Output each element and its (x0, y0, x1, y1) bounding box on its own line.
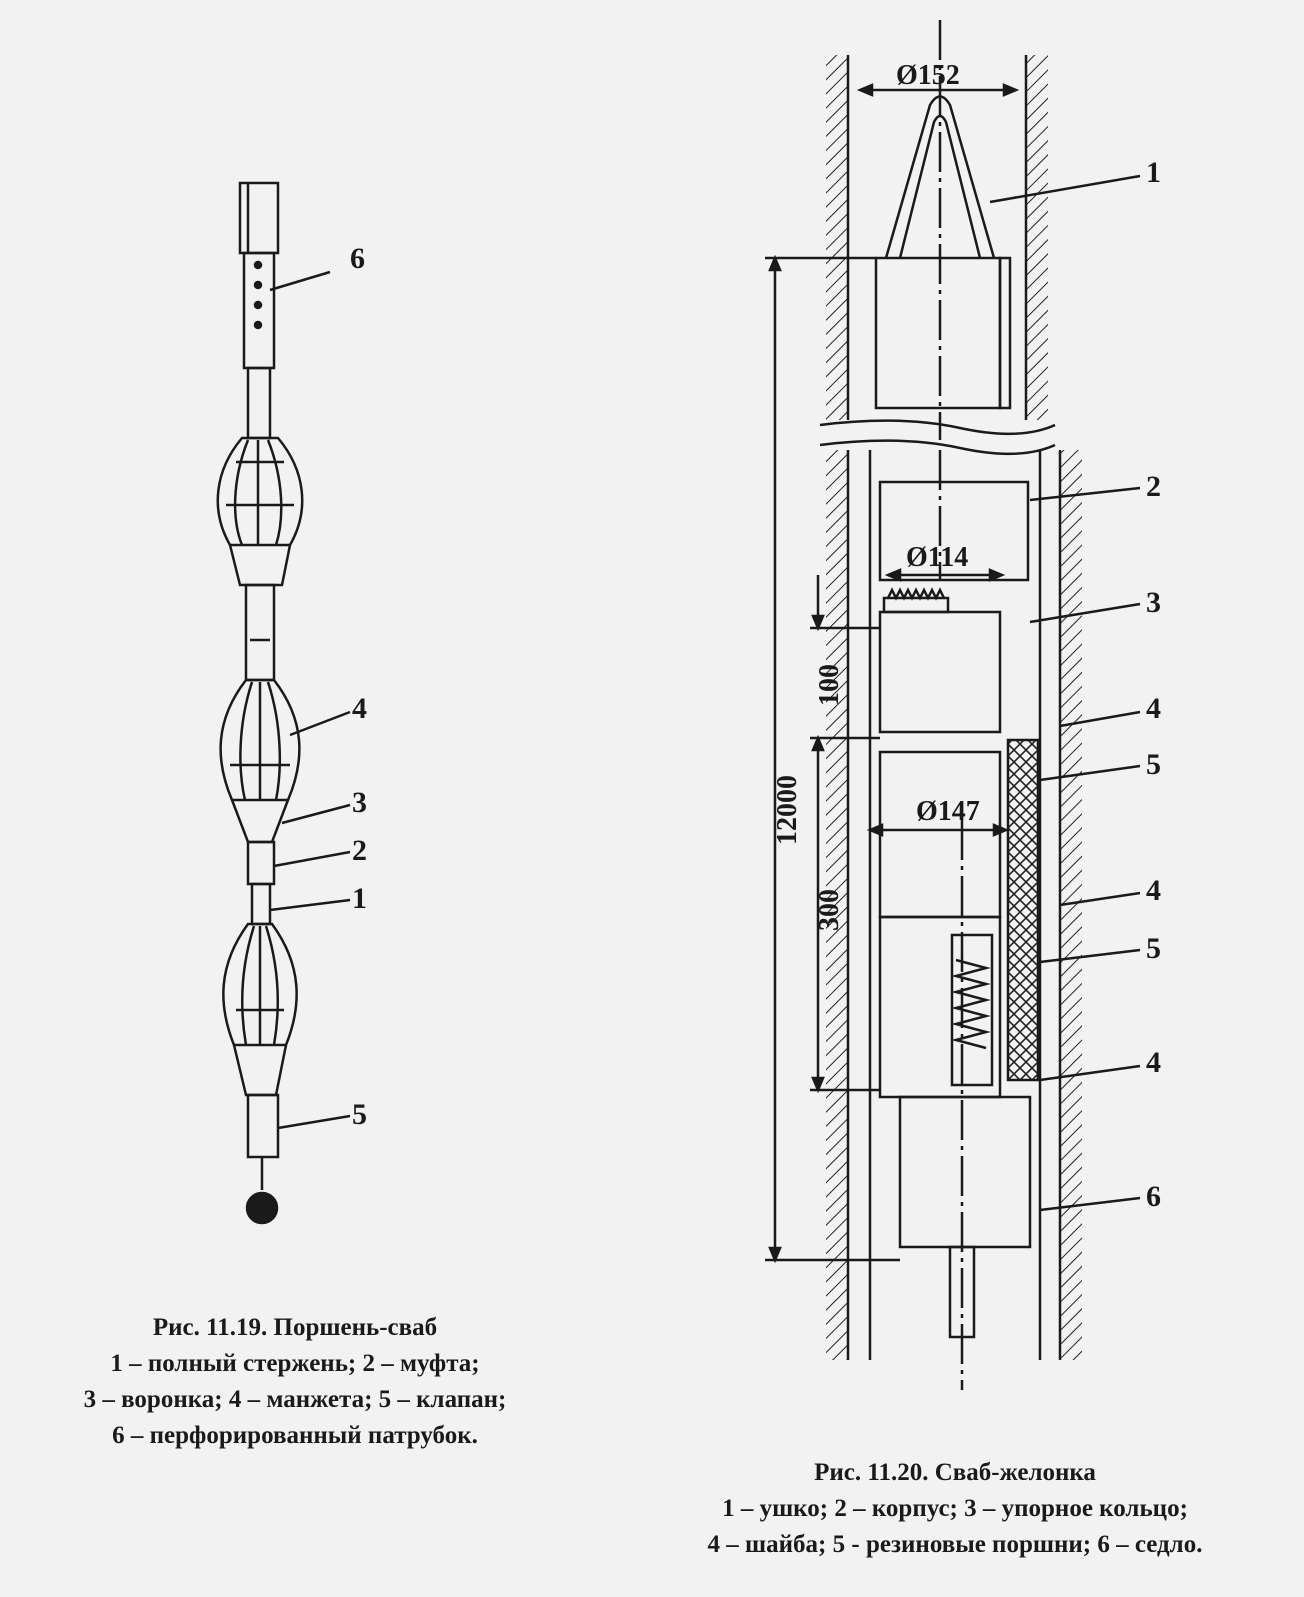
caption-left: Рис. 11.19. Поршень-сваб 1 – полный стер… (0, 1310, 590, 1454)
casing-wall-left-lower (826, 450, 848, 1360)
piston-section (878, 750, 1002, 919)
caption-right: Рис. 11.20. Сваб-желонка 1 – ушко; 2 – к… (610, 1455, 1300, 1563)
callout-left-6: 6 (350, 242, 365, 275)
caption-right-line: 4 – шайба; 5 - резиновые поршни; 6 – сед… (707, 1531, 1203, 1558)
callout-left-1: 1 (352, 882, 367, 915)
rubber-pistons (1006, 738, 1040, 1082)
callout-left-5: 5 (352, 1098, 367, 1131)
caption-left-line: 1 – полный стержень; 2 – муфта; (110, 1350, 480, 1377)
callout-right-2: 2 (1146, 470, 1161, 503)
callout-right-4b: 4 (1146, 874, 1161, 907)
spring (951, 958, 991, 1050)
swab-bailer-drawing (765, 20, 1141, 1390)
callout-right-5a: 5 (1146, 748, 1161, 781)
caption-right-title: Рис. 11.20. Сваб-желонка (814, 1459, 1096, 1486)
perforated-pipe (242, 251, 276, 370)
casing-wall-right-lower (1060, 450, 1082, 1360)
coupling (246, 840, 276, 886)
valve-ball (245, 1191, 279, 1225)
caption-right-line: 1 – ушко; 2 – корпус; 3 – упорное кольцо… (722, 1495, 1188, 1522)
body-upper (874, 256, 1002, 410)
valve-body (246, 1093, 280, 1159)
dim-label-300: 300 (814, 889, 845, 931)
caption-left-title: Рис. 11.19. Поршень-сваб (152, 1314, 438, 1341)
ear (884, 95, 996, 259)
funnel (230, 799, 290, 844)
caption-left-line: 3 – воронка; 4 – манжета; 5 – клапан; (83, 1386, 507, 1413)
seat-housing (898, 1095, 1032, 1249)
callout-right-4a: 4 (1146, 692, 1161, 725)
callout-right-3: 3 (1146, 586, 1161, 619)
callout-right-1: 1 (1146, 156, 1161, 189)
dim-label-152: Ø152 (896, 60, 960, 91)
pipe-top (238, 181, 280, 255)
callout-left-3: 3 (352, 786, 367, 819)
swab-piston-drawing (216, 181, 351, 1225)
casing-wall-right-upper (1026, 55, 1048, 420)
callout-right-5b: 5 (1146, 932, 1161, 965)
dim-label-12000: 12000 (772, 775, 803, 845)
cup-upper (216, 436, 304, 547)
solid-rod (250, 882, 272, 926)
stop-ring (882, 596, 950, 614)
callout-left-4: 4 (352, 692, 367, 725)
callout-right-4c: 4 (1146, 1046, 1161, 1079)
callout-left-2: 2 (352, 834, 367, 867)
casing-wall-left-upper (826, 55, 848, 420)
dim-label-114: Ø114 (906, 542, 968, 573)
callout-right-6: 6 (1146, 1180, 1161, 1213)
dim-label-147: Ø147 (916, 796, 980, 827)
body (878, 480, 1030, 582)
dim-label-100: 100 (814, 664, 845, 706)
caption-left-line: 6 – перфорированный патрубок. (112, 1422, 478, 1449)
